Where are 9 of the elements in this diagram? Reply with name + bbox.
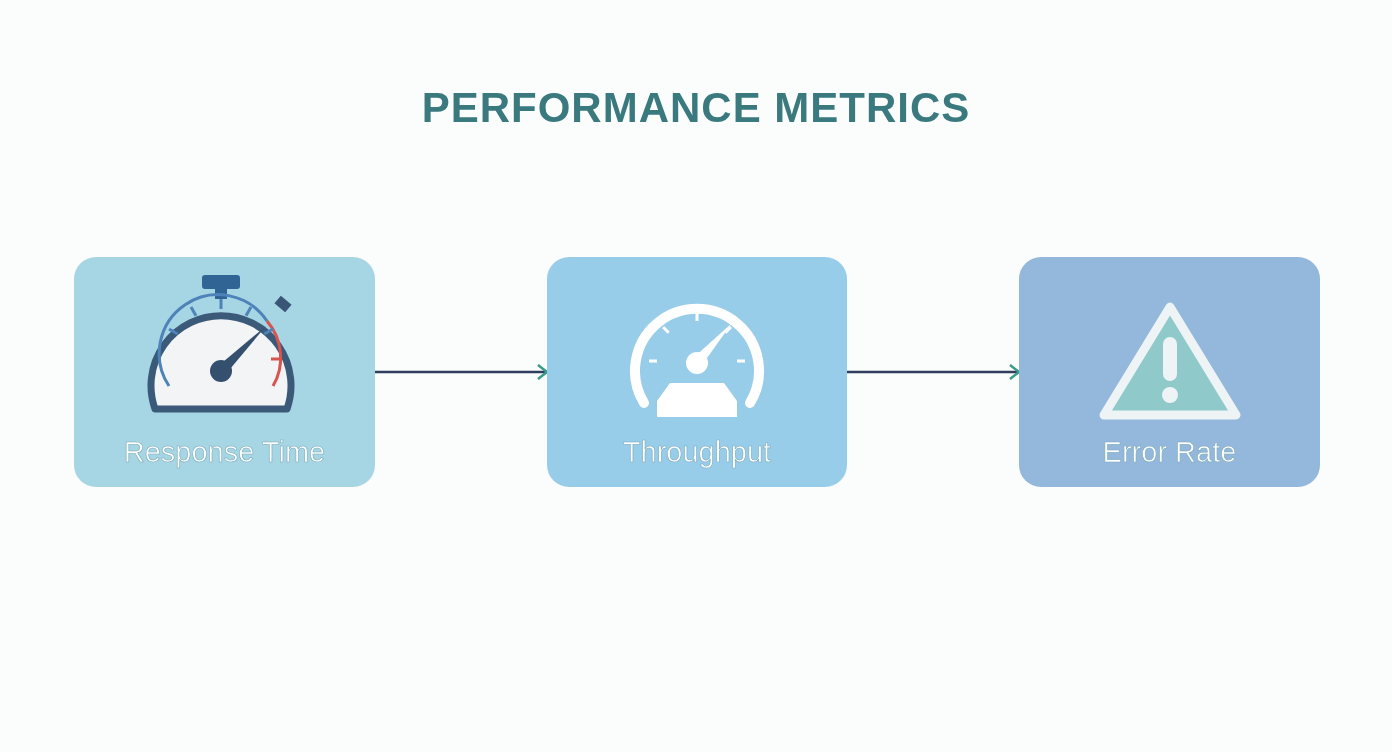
metric-label: Response Time — [123, 436, 326, 468]
diagram-title: PERFORMANCE METRICS — [421, 84, 971, 131]
metric-card — [74, 257, 375, 487]
metric-card — [547, 257, 847, 487]
metric-label: Error Rate — [1102, 436, 1237, 468]
arrow — [375, 363, 549, 381]
arrow — [847, 363, 1021, 381]
metric-card — [1019, 257, 1320, 487]
metric-label: Throughput — [622, 436, 772, 468]
